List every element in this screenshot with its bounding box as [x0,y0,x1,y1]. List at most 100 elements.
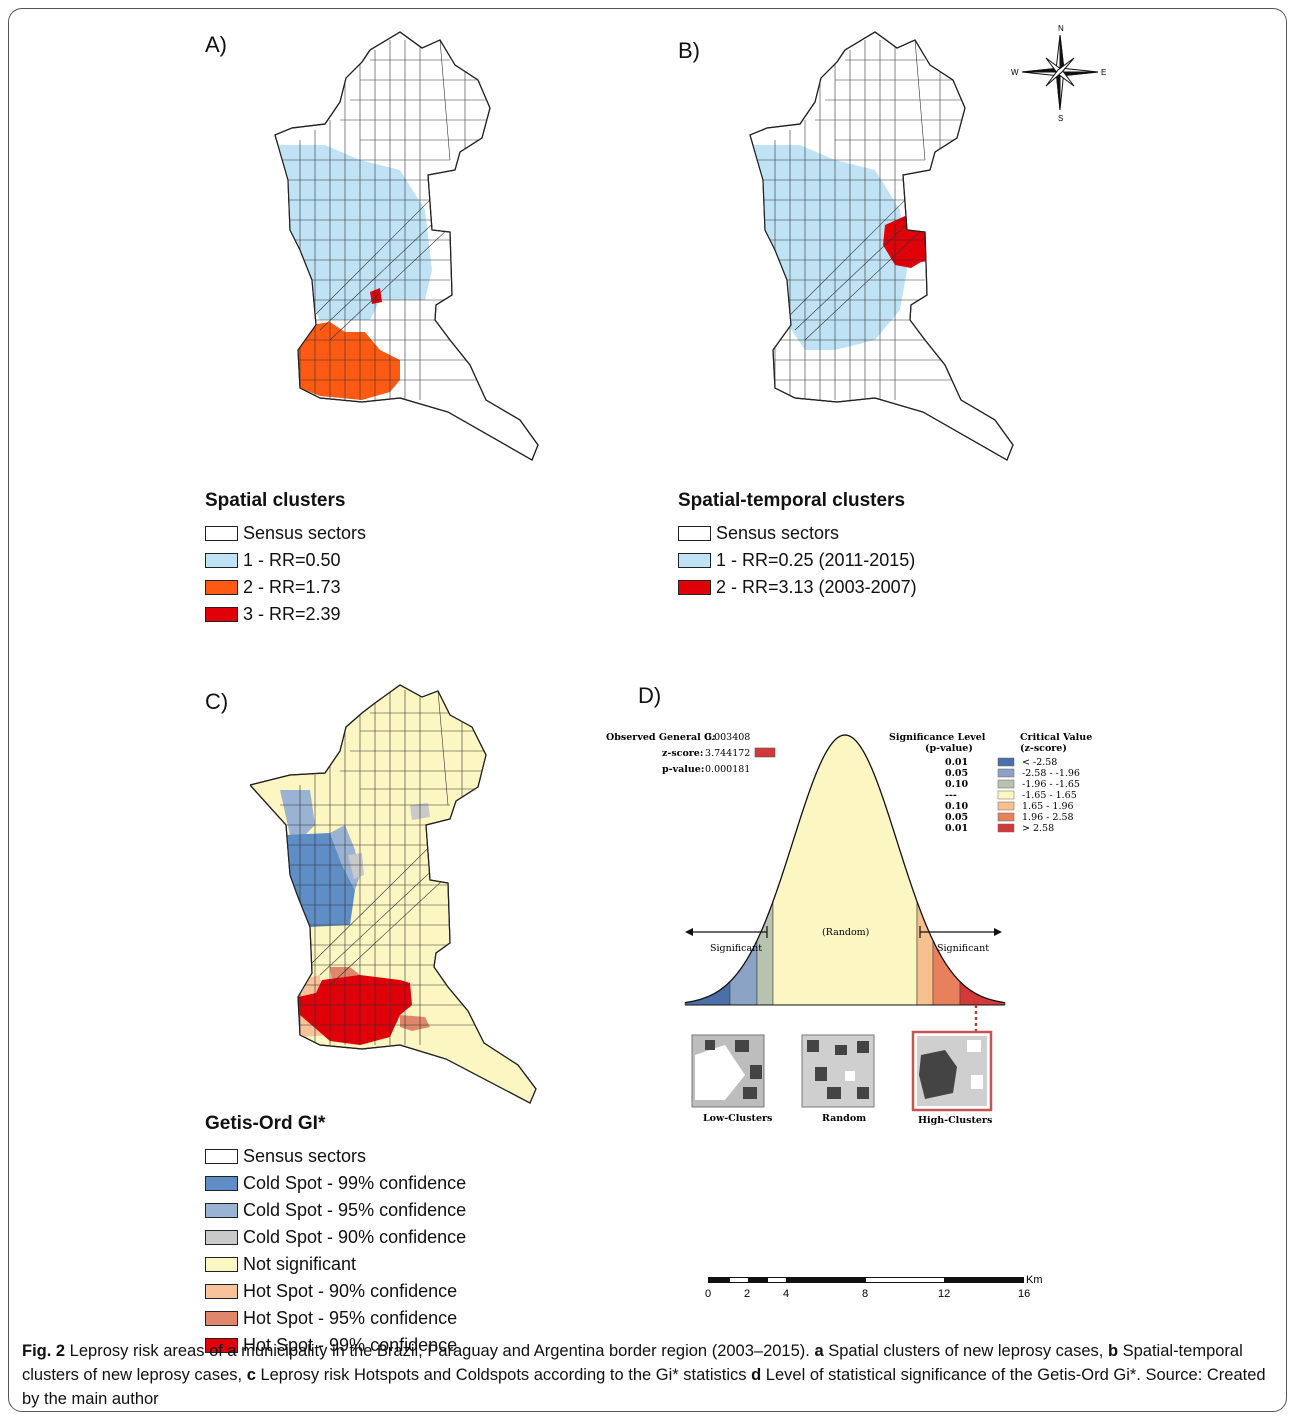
legend-label: Hot Spot - 99% confidence [243,1335,458,1355]
legend-label: 2 - RR=3.13 (2003-2007) [716,577,917,597]
legend-label: Sensus sectors [243,1146,367,1166]
legend-swatch [205,1203,238,1218]
sig-level-swatch [997,768,1015,778]
legend-item: 3 - RR=2.39 [205,601,366,628]
figure-frame [8,8,1287,1412]
scale-unit: Km [1026,1274,1043,1286]
legend-swatch [678,553,711,568]
critical-value: 1.65 - 1.96 [1022,801,1074,812]
caption-key-c: c [246,1366,256,1384]
sig-level-value: 0.10 [945,801,969,812]
scale-tick: 2 [744,1288,750,1300]
caption-key-d: d [751,1366,762,1384]
legend-item: Sensus sectors [678,520,917,547]
legend-label: 3 - RR=2.39 [243,604,341,624]
legend-swatch [678,526,711,541]
normal-distribution-curve [684,734,1006,1006]
caption-text-d: Level of statistical significance of the… [22,1366,1266,1408]
critical-value: -1.96 - -1.65 [1022,779,1080,790]
legend-swatch [205,607,238,622]
figure-caption: Fig. 2 Leprosy risk areas of a municipal… [22,1339,1272,1411]
legend-item: Hot Spot - 95% confidence [205,1305,466,1332]
legend-label: Cold Spot - 95% confidence [243,1200,467,1220]
scale-tick: 12 [938,1288,950,1300]
sig-level-subheader: (p-value) [925,743,973,754]
legend-swatch [205,1338,238,1353]
gi-significance-diagram: Observed General G: 0.003408 z-score: 3.… [606,732,1092,1126]
sig-level-value: --- [945,790,957,801]
caption-intro: Leprosy risk areas of a municipality in … [65,1342,815,1360]
panel-a-letter: A) [205,32,227,57]
legend-label: Cold Spot - 90% confidence [243,1227,467,1247]
sig-level-swatch [997,823,1015,833]
thumb-high-label: High-Clusters [918,1115,992,1126]
sig-level-swatch [997,801,1015,811]
critical-value: > 2.58 [1022,823,1054,834]
legend-label: 1 - RR=0.50 [243,550,341,570]
map-a [274,31,539,461]
critical-value: 1.96 - 2.58 [1022,812,1074,823]
pvalue-value: 0.000181 [705,764,750,775]
legend-swatch [205,1149,238,1164]
legend-swatch [205,1230,238,1245]
legend-swatch [205,1311,238,1326]
curve-outline [684,734,1006,1004]
scale-bar: Km 0 2 4 8 12 16 [705,1274,1043,1300]
thumb-random-label: Random [822,1113,866,1124]
caption-key-b: b [1107,1342,1119,1360]
legend-swatch [205,1176,238,1191]
sig-level-value: 0.10 [945,779,969,790]
legend-item: Cold Spot - 90% confidence [205,1224,466,1251]
legend-item: Not significant [205,1251,466,1278]
panel-c-letter: C) [205,689,229,714]
legend-swatch [205,580,238,595]
observed-g-value: 0.003408 [705,732,750,743]
random-label: (Random) [822,927,869,938]
legend-item: Sensus sectors [205,520,366,547]
sig-level-swatch [997,790,1015,800]
caption-text-c: Leprosy risk Hotspots and Coldspots acco… [255,1366,752,1384]
sig-level-value: 0.05 [945,812,968,823]
legend-label: Cold Spot - 99% confidence [243,1173,467,1193]
sig-level-value: 0.01 [945,823,968,834]
thumbnail-random [801,1034,875,1108]
scale-tick: 4 [783,1288,789,1300]
sig-level-header: Significance Level [889,732,986,743]
compass-w: W [1011,68,1019,77]
zscore-label: z-score: [662,748,703,759]
critical-value: -1.65 - 1.65 [1022,790,1077,801]
legend-getis-ord: Getis-Ord GI* Sensus sectors Cold Spot -… [205,1113,466,1359]
critical-value-header: Critical Value [1020,732,1092,743]
legend-swatch [205,1257,238,1272]
legend-label: Not significant [243,1254,357,1274]
legend-title: Spatial clusters [205,490,346,511]
sig-level-swatch [997,779,1015,789]
compass-e: E [1101,68,1106,77]
compass-n: N [1058,24,1064,33]
legend-item: Cold Spot - 95% confidence [205,1197,466,1224]
legend-label: Sensus sectors [716,523,840,543]
critical-value: < -2.58 [1022,757,1057,768]
scale-tick: 16 [1018,1288,1030,1300]
legend-item: 2 - RR=1.73 [205,574,366,601]
scale-tick: 0 [705,1288,711,1300]
panel-d-letter: D) [638,683,662,708]
significance-table: 0.01 < -2.58 0.05 -2.58 - -1.96 0.10 -1.96 - … [945,757,1080,834]
significant-right-label: Significant [937,943,989,954]
compass-rose: N S E W [1011,24,1106,123]
compass-star-icon [1021,34,1099,111]
legend-label: 2 - RR=1.73 [243,577,341,597]
legend-item: Hot Spot - 90% confidence [205,1278,466,1305]
legend-title: Getis-Ord GI* [205,1113,326,1134]
legend-label: Hot Spot - 95% confidence [243,1308,458,1328]
sig-level-swatch [997,757,1015,767]
legend-swatch [205,526,238,541]
legend-item: 1 - RR=0.25 (2011-2015) [678,547,917,574]
legend-item: Sensus sectors [205,1143,466,1170]
legend-item: Hot Spot - 99% confidence [205,1332,466,1359]
map-b [749,31,1014,461]
critical-value: -2.58 - -1.96 [1022,768,1080,779]
scale-tick: 8 [862,1288,868,1300]
pvalue-label: p-value: [662,764,704,775]
zscore-value: 3.744172 [705,748,750,759]
